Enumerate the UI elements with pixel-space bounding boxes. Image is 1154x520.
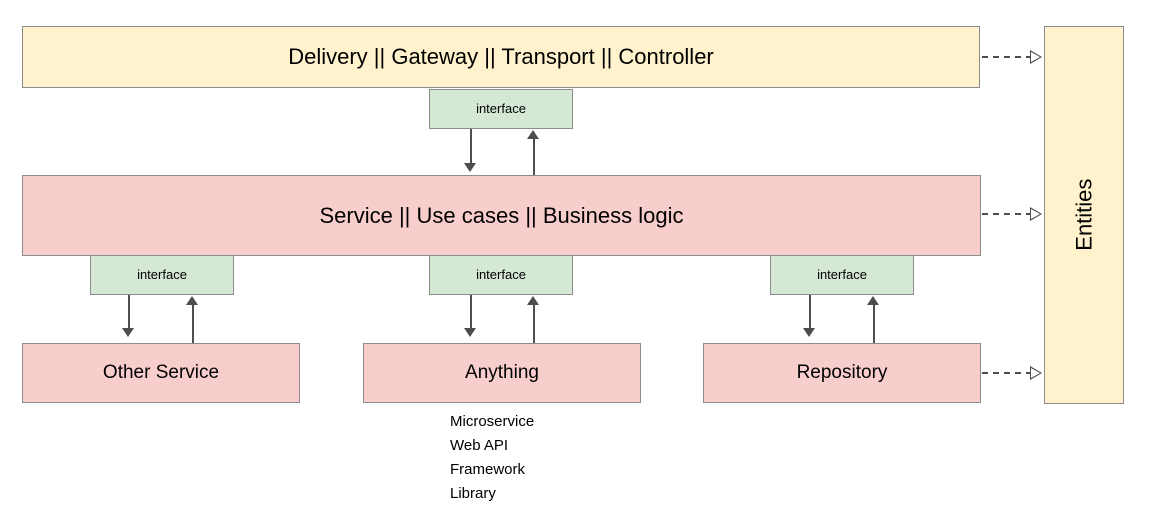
arrowhead-delivery-to-entities <box>1030 50 1042 64</box>
delivery-gateway-transport-controller-box[interactable]: Delivery || Gateway || Transport || Cont… <box>22 26 980 88</box>
connector-top-down-line <box>470 129 472 165</box>
connector-middle-up-arrowhead <box>527 296 539 305</box>
delivery-layer-label: Delivery || Gateway || Transport || Cont… <box>288 44 714 70</box>
connector-right-down-arrowhead <box>803 328 815 337</box>
service-layer-label: Service || Use cases || Business logic <box>319 202 684 228</box>
connector-left-up-arrowhead <box>186 296 198 305</box>
connector-top-down-arrowhead <box>464 163 476 172</box>
entities-label-wrap: Entities <box>1045 27 1123 403</box>
arrowhead-repository-to-entities <box>1030 366 1042 380</box>
connector-right-up-line <box>873 304 875 343</box>
connector-left-down-line <box>128 295 130 330</box>
interface-label-right: interface <box>817 266 867 282</box>
entities-label: Entities <box>1071 178 1097 252</box>
other-service-box[interactable]: Other Service <box>22 343 300 403</box>
interface-label-top: interface <box>476 100 526 116</box>
connector-left-up-line <box>192 304 194 343</box>
connector-top-up-arrowhead <box>527 130 539 139</box>
dashed-connector-service-to-entities <box>982 213 1032 215</box>
dashed-connector-delivery-to-entities <box>982 56 1032 58</box>
interface-box-right[interactable]: interface <box>770 255 914 295</box>
anything-label: Anything <box>465 362 539 384</box>
interface-label-middle: interface <box>476 266 526 282</box>
interface-box-middle[interactable]: interface <box>429 255 573 295</box>
interface-box-top[interactable]: interface <box>429 89 573 129</box>
repository-box[interactable]: Repository <box>703 343 981 403</box>
anything-note-item: Framework <box>450 461 526 478</box>
connector-middle-up-line <box>533 304 535 343</box>
dashed-connector-repository-to-entities <box>982 372 1032 374</box>
connector-middle-down-line <box>470 295 472 330</box>
connector-top-up-line <box>533 138 535 175</box>
anything-note-item: Microservice <box>450 413 535 430</box>
other-service-label: Other Service <box>102 362 220 384</box>
interface-label-left: interface <box>137 266 187 282</box>
connector-middle-down-arrowhead <box>464 328 476 337</box>
interface-box-left[interactable]: interface <box>90 255 234 295</box>
connector-right-down-line <box>809 295 811 330</box>
anything-notes-list: Microservice Web API Framework Library <box>450 410 534 506</box>
anything-note-item: Web API <box>450 437 509 454</box>
service-usecases-businesslogic-box[interactable]: Service || Use cases || Business logic <box>22 175 981 256</box>
anything-note-item: Library <box>450 485 496 502</box>
repository-label: Repository <box>796 362 888 384</box>
connector-right-up-arrowhead <box>867 296 879 305</box>
connector-left-down-arrowhead <box>122 328 134 337</box>
anything-box[interactable]: Anything <box>363 343 641 403</box>
entities-box[interactable]: Entities <box>1044 26 1124 404</box>
arrowhead-service-to-entities <box>1030 207 1042 221</box>
